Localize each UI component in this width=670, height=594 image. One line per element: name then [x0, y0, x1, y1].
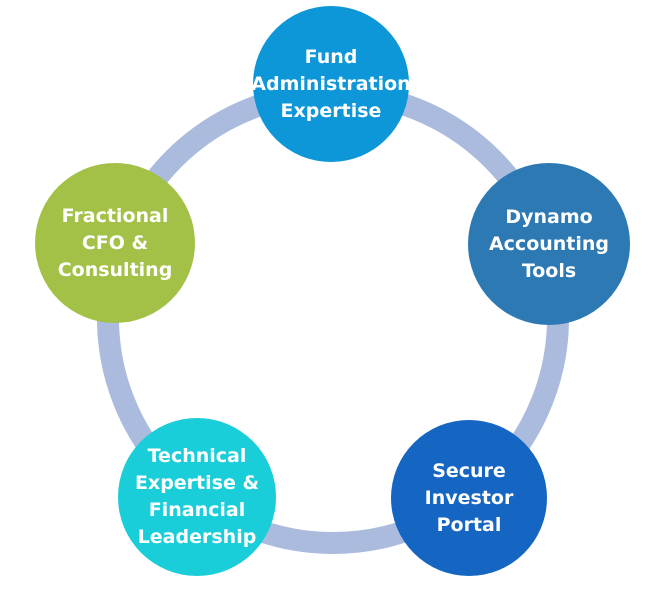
node-label-line: Investor: [424, 486, 514, 509]
node-label-line: Administration: [251, 72, 411, 95]
node-label-line: Portal: [436, 513, 502, 536]
node-label-line: Dynamo: [505, 205, 593, 228]
node-label-line: Accounting: [488, 232, 610, 255]
node-secure-investor-portal: Secure Investor Portal: [391, 420, 547, 576]
node-label-line: Fractional: [61, 204, 169, 227]
node-label-line: Financial: [148, 499, 246, 521]
node-label-line: CFO &: [81, 231, 149, 254]
node-dynamo-accounting: Dynamo Accounting Tools: [468, 163, 630, 325]
node-label-line: Secure: [432, 459, 506, 482]
node-label-line: Expertise: [280, 99, 382, 122]
node-fund-administration: Fund Administration Expertise: [251, 6, 411, 162]
node-fractional-cfo: Fractional CFO & Consulting: [35, 163, 195, 323]
node-technical-expertise: Technical Expertise & Financial Leadersh…: [118, 418, 276, 576]
node-label-line: Technical: [147, 445, 247, 467]
node-label-line: Tools: [521, 259, 577, 282]
node-label-line: Fund: [304, 45, 358, 68]
node-label-line: Expertise &: [134, 472, 260, 494]
node-label-line: Leadership: [137, 526, 257, 548]
node-label-line: Consulting: [57, 258, 173, 281]
